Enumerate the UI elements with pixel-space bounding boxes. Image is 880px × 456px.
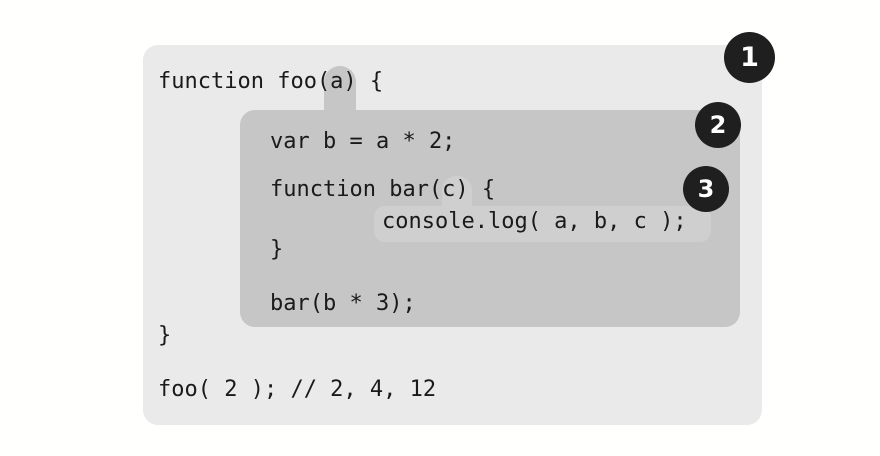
code-line-6: bar(b * 3); <box>270 291 416 316</box>
scope-badge-2: 2 <box>695 102 741 148</box>
code-line-8: foo( 2 ); // 2, 4, 12 <box>158 377 437 402</box>
code-line-2: var b = a * 2; <box>270 129 456 154</box>
code-line-5: } <box>270 237 284 262</box>
scope-badge-1: 1 <box>724 32 775 83</box>
scope-bubble-3 <box>374 206 711 242</box>
code-line-7: } <box>158 323 172 348</box>
code-line-4: console.log( a, b, c ); <box>382 209 687 234</box>
code-line-1: function foo(a) { <box>158 69 384 94</box>
code-line-3: function bar(c) { <box>270 177 496 202</box>
scope-badge-3: 3 <box>683 166 729 212</box>
scope-bubble-2-param-tab <box>324 66 356 116</box>
